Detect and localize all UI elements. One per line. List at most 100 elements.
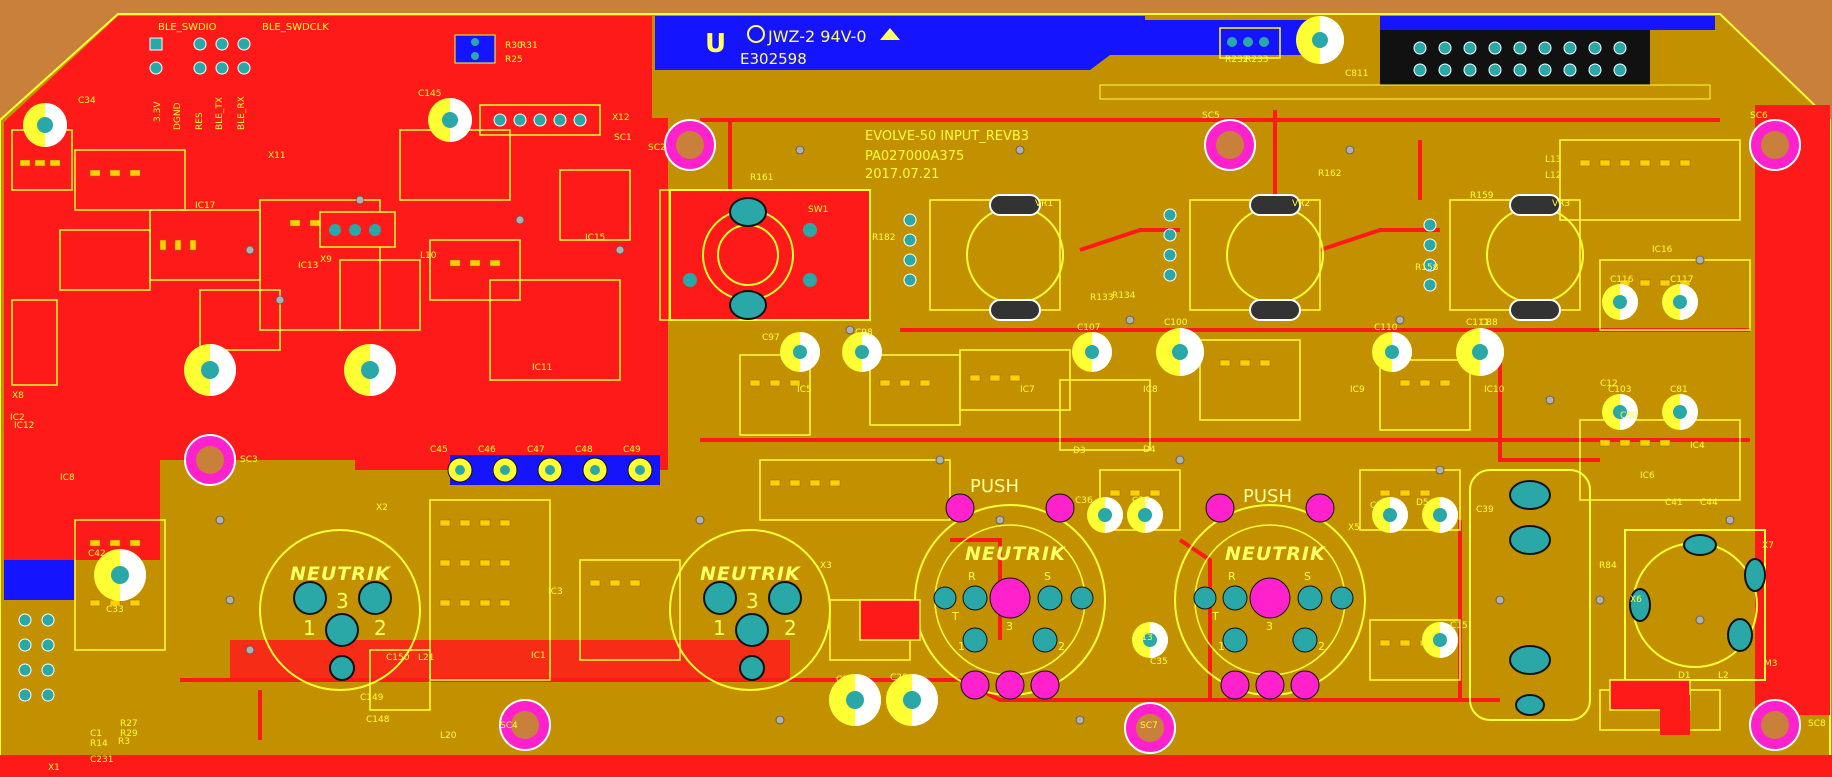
designator-c48: C48 bbox=[575, 445, 593, 455]
designator-c231: C231 bbox=[90, 755, 113, 765]
electrolytic-capacitors bbox=[23, 16, 1698, 726]
designator-r232: R232 bbox=[1225, 55, 1248, 65]
copper-pour-top-left bbox=[4, 16, 668, 600]
designator-c13: C13 bbox=[1135, 633, 1153, 643]
designator-ic11: IC11 bbox=[532, 363, 552, 373]
designator-x9: X9 bbox=[320, 255, 332, 265]
combo-jack-left bbox=[914, 493, 1106, 700]
designator-d1: D1 bbox=[1678, 671, 1691, 681]
designator-ic10: IC10 bbox=[1484, 385, 1505, 395]
neutrik-label-left-combo: NEUTRIK bbox=[965, 543, 1066, 565]
designator-c149: C149 bbox=[360, 693, 384, 703]
designator-ic5: IC5 bbox=[797, 385, 812, 395]
push-label-left: PUSH bbox=[970, 476, 1019, 497]
designator-l12: L12 bbox=[1545, 171, 1561, 181]
board-title-line1: EVOLVE-50 INPUT_REVB3 bbox=[865, 129, 1029, 144]
designator-x3: X3 bbox=[820, 561, 832, 571]
designator-ic6: IC6 bbox=[1640, 471, 1655, 481]
neutrik-label-right-combo: NEUTRIK bbox=[1225, 543, 1326, 565]
xlr-right-pin-1: 1 bbox=[713, 616, 726, 640]
designator-c15: C15 bbox=[1450, 621, 1468, 631]
xlr-connector-middle bbox=[669, 529, 831, 691]
header-pins bbox=[18, 37, 1627, 702]
xlr-left-pin-3: 3 bbox=[336, 589, 349, 613]
designator-c116: C116 bbox=[1610, 275, 1634, 285]
designator-r133: R133 bbox=[1090, 293, 1113, 303]
designator-c80: C80 bbox=[1620, 411, 1638, 421]
designator-c42: C42 bbox=[88, 549, 106, 559]
designator-c100: C100 bbox=[1164, 318, 1188, 328]
designator-sc8: SC8 bbox=[1808, 719, 1826, 729]
combo-left-pin-r: R bbox=[968, 570, 976, 583]
xlr-left-pin-2: 2 bbox=[374, 616, 387, 640]
designator-c148: C148 bbox=[366, 715, 390, 725]
designator-d4: D4 bbox=[1143, 445, 1156, 455]
designator-c20: C20 bbox=[890, 673, 908, 683]
designator-c97: C97 bbox=[762, 333, 780, 343]
copper-right-edge bbox=[1755, 105, 1830, 715]
combo-jack-right bbox=[1174, 493, 1366, 700]
designator-sc2: SC2 bbox=[648, 143, 666, 153]
designator-c12: C12 bbox=[1600, 379, 1618, 389]
copper-top-black-area bbox=[1380, 30, 1650, 85]
designator-r30: R30 bbox=[505, 41, 523, 51]
copper-bottom-strip bbox=[0, 755, 1832, 777]
designator-c117: C117 bbox=[1670, 275, 1693, 285]
designator-c111: C111 bbox=[1466, 318, 1489, 328]
designator-ic1: IC1 bbox=[531, 651, 546, 661]
designator-ic17: IC17 bbox=[195, 201, 215, 211]
designator-sc1: SC1 bbox=[614, 133, 632, 143]
label-dgnd: DGND bbox=[173, 102, 183, 130]
designator-c98: C98 bbox=[855, 328, 873, 338]
push-label-right: PUSH bbox=[1243, 486, 1292, 507]
designator-ic16: IC16 bbox=[1652, 245, 1673, 255]
designator-l2: L2 bbox=[1718, 671, 1729, 681]
designator-r84: R84 bbox=[1599, 561, 1617, 571]
designator-ic7: IC7 bbox=[1020, 385, 1035, 395]
label-tx: BLE_TX bbox=[215, 97, 225, 130]
designator-r134: R134 bbox=[1112, 291, 1136, 301]
designator-sc3: SC3 bbox=[240, 455, 258, 465]
xlr-right-pin-3: 3 bbox=[746, 589, 759, 613]
copper-top-right-strip bbox=[1099, 84, 1711, 100]
label-3v3: 3.3V bbox=[153, 101, 163, 122]
ul-logo: U bbox=[705, 25, 900, 59]
designator-c150: C150 bbox=[386, 653, 410, 663]
designator-l10: L10 bbox=[420, 251, 437, 261]
designator-ic13: IC13 bbox=[298, 261, 318, 271]
designator-x6: X6 bbox=[1630, 595, 1642, 605]
designator-c38: C38 bbox=[1370, 501, 1388, 511]
designator-c44: C44 bbox=[1700, 498, 1718, 508]
designator-r182: R182 bbox=[872, 233, 895, 243]
designator-m3: M3 bbox=[1764, 659, 1778, 669]
designator-x1: X1 bbox=[48, 763, 60, 773]
neutrik-label-middle-xlr: NEUTRIK bbox=[700, 563, 801, 585]
designator-c41: C41 bbox=[1665, 498, 1683, 508]
designator-c45: C45 bbox=[430, 445, 448, 455]
designator-c103: C103 bbox=[1608, 385, 1631, 395]
mounting-holes bbox=[184, 119, 1801, 754]
designator-d3: D3 bbox=[1073, 446, 1086, 456]
designator-c39: C39 bbox=[1476, 505, 1494, 515]
jack-x6 bbox=[1624, 529, 1766, 681]
label-rx: BLE_RX bbox=[237, 96, 247, 130]
xlr-connector-left bbox=[259, 529, 421, 691]
designator-ic9: IC9 bbox=[1350, 385, 1365, 395]
designator-r158: R158 bbox=[1415, 263, 1439, 273]
designator-r3: R3 bbox=[118, 737, 130, 747]
copper-pour-blue-top bbox=[655, 16, 1320, 70]
designator-c811: C811 bbox=[1345, 69, 1368, 79]
designator-c88: C88 bbox=[1480, 318, 1498, 328]
designator-c145: C145 bbox=[418, 89, 441, 99]
designator-l13: L13 bbox=[1545, 155, 1561, 165]
designator-x7: X7 bbox=[1762, 541, 1774, 551]
designator-r159: R159 bbox=[1470, 191, 1494, 201]
designator-c1: C1 bbox=[90, 729, 102, 739]
designator-ic4: IC4 bbox=[1690, 441, 1705, 451]
combo-left-pin-3: 3 bbox=[1006, 620, 1013, 633]
designator-x8: X8 bbox=[12, 391, 24, 401]
combo-right-pin-t: T bbox=[1211, 610, 1219, 623]
designator-r27: R27 bbox=[120, 719, 138, 729]
capacitor-bank-row bbox=[447, 455, 660, 485]
